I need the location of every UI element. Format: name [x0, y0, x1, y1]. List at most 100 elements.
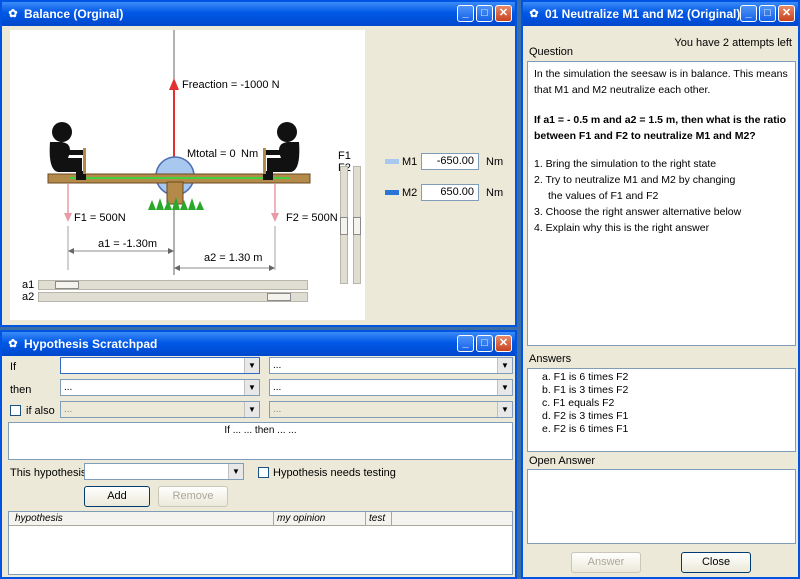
mtotal-unit: Nm — [241, 148, 259, 160]
close-button[interactable]: ✕ — [778, 5, 795, 22]
answer-option-d[interactable]: d. F2 is 3 times F1 — [542, 410, 629, 422]
if-also-checkbox[interactable] — [10, 405, 21, 416]
scratchpad-titlebar[interactable]: ✿ Hypothesis Scratchpad _ □ ✕ — [2, 332, 515, 356]
this-hypothesis-label: This hypothesis — [10, 467, 87, 479]
mtotal-label: Mtotal = 0 — [187, 148, 236, 160]
a2-dimension-label: a2 = 1.30 m — [204, 252, 263, 264]
if-also-combo-right-value: ... — [273, 404, 282, 415]
col-test[interactable]: test — [369, 512, 392, 525]
f2-slider[interactable] — [353, 166, 361, 284]
open-answer-textarea[interactable] — [527, 469, 796, 544]
m1-unit: Nm — [486, 156, 504, 168]
balance-window: ✿ Balance (Orginal) _ □ ✕ — [0, 0, 517, 327]
chevron-down-icon: ▼ — [244, 402, 259, 417]
if-label: If — [10, 361, 17, 373]
step-1: 1. Bring the simulation to the right sta… — [534, 158, 717, 170]
minimize-button[interactable]: _ — [457, 335, 474, 352]
maximize-button[interactable]: □ — [476, 5, 493, 22]
add-button[interactable]: Add — [84, 486, 150, 507]
question-window: ✿ 01 Neutralize M1 and M2 (Original) _ □… — [521, 0, 800, 579]
m2-swatch — [385, 190, 399, 195]
a1-slider-thumb[interactable] — [55, 281, 79, 289]
chevron-down-icon[interactable]: ▼ — [244, 358, 259, 373]
answers-label: Answers — [529, 353, 572, 365]
hypothesis-preview-text: If ... ... then ... ... — [224, 425, 297, 436]
m2-unit: Nm — [486, 187, 504, 199]
if-combo-right[interactable]: ... ▼ — [269, 357, 513, 374]
hypothesis-preview: If ... ... then ... ... — [8, 422, 513, 460]
maximize-button[interactable]: □ — [476, 335, 493, 352]
m1-label: M1 — [402, 156, 418, 168]
m2-label: M2 — [402, 187, 418, 199]
f1-slider[interactable] — [340, 166, 348, 284]
close-button[interactable]: ✕ — [495, 335, 512, 352]
hypothesis-table-header: hypothesis my opinion test — [9, 512, 512, 526]
slider-a1-label: a1 — [22, 279, 35, 291]
question-intro: In the simulation the seesaw is in balan… — [534, 68, 788, 96]
remove-button: Remove — [158, 486, 228, 507]
question-label: Question — [529, 46, 574, 58]
minimize-button[interactable]: _ — [740, 5, 757, 22]
chevron-down-icon[interactable]: ▼ — [497, 380, 512, 395]
f2-label: F2 = 500N — [286, 212, 338, 224]
seesaw-drawing — [47, 30, 311, 275]
question-steps: 1. Bring the simulation to the right sta… — [534, 156, 789, 236]
if-also-combo-left: ...▼ — [60, 401, 260, 418]
a2-slider[interactable] — [38, 292, 308, 302]
freaction-label: Freaction = -1000 N — [182, 79, 280, 91]
step-2: 2. Try to neutralize M1 and M2 by changi… — [534, 174, 736, 186]
then-combo-left[interactable]: ... ▼ — [60, 379, 260, 396]
answer-option-a[interactable]: a. F1 is 6 times F2 — [542, 371, 629, 383]
answer-option-c[interactable]: c. F1 equals F2 — [542, 397, 615, 409]
chevron-down-icon[interactable]: ▼ — [244, 380, 259, 395]
question-bold: If a1 = - 0.5 m and a2 = 1.5 m, then wha… — [534, 114, 787, 142]
chevron-down-icon: ▼ — [497, 402, 512, 417]
col-hypothesis[interactable]: hypothesis — [15, 512, 274, 525]
needs-testing-checkbox[interactable] — [258, 467, 269, 478]
answer-option-e[interactable]: e. F2 is 6 times F1 — [542, 423, 629, 435]
balance-titlebar[interactable]: ✿ Balance (Orginal) _ □ ✕ — [2, 2, 515, 26]
f1-slider-thumb[interactable] — [340, 217, 348, 235]
slider-a2-label: a2 — [22, 291, 35, 303]
app-icon: ✿ — [8, 338, 18, 350]
needs-testing-label: Hypothesis needs testing — [273, 467, 396, 479]
seesaw-canvas: Freaction = -1000 N Mtotal = 0 Nm F1 = 5… — [10, 30, 365, 320]
a1-dimension-label: a1 = -1.30m — [98, 238, 158, 250]
m1-value-field[interactable]: -650.00 — [421, 153, 479, 170]
chevron-down-icon[interactable]: ▼ — [497, 358, 512, 373]
answer-button: Answer — [571, 552, 641, 573]
maximize-button[interactable]: □ — [759, 5, 776, 22]
minimize-button[interactable]: _ — [457, 5, 474, 22]
f2-slider-thumb[interactable] — [353, 217, 361, 235]
step-3: 3. Choose the right answer alternative b… — [534, 206, 742, 218]
col-my-opinion[interactable]: my opinion — [277, 512, 366, 525]
if-also-label: if also — [26, 405, 55, 417]
m1-swatch — [385, 159, 399, 164]
app-icon: ✿ — [529, 8, 539, 20]
if-combo-left[interactable]: ▼ — [60, 357, 260, 374]
step-2-cont: the values of F1 and F2 — [548, 190, 659, 202]
hypothesis-table: hypothesis my opinion test — [8, 511, 513, 575]
this-hypothesis-combo[interactable]: ▼ — [84, 463, 244, 480]
open-answer-label: Open Answer — [529, 455, 596, 467]
then-combo-right-value: ... — [273, 382, 282, 393]
app-icon: ✿ — [8, 8, 18, 20]
chevron-down-icon[interactable]: ▼ — [228, 464, 243, 479]
if-combo-right-value: ... — [273, 360, 282, 371]
m2-value-field[interactable]: 650.00 — [421, 184, 479, 201]
answer-option-b[interactable]: b. F1 is 3 times F2 — [542, 384, 629, 396]
question-titlebar[interactable]: ✿ 01 Neutralize M1 and M2 (Original) _ □… — [523, 2, 798, 26]
then-combo-left-value: ... — [64, 382, 73, 393]
f1-label: F1 = 500N — [74, 212, 126, 224]
a1-slider[interactable] — [38, 280, 308, 290]
question-title: 01 Neutralize M1 and M2 (Original) — [545, 7, 741, 21]
close-button[interactable]: ✕ — [495, 5, 512, 22]
attempts-left: You have 2 attempts left — [674, 37, 792, 49]
then-combo-right[interactable]: ... ▼ — [269, 379, 513, 396]
then-label: then — [10, 384, 32, 396]
scratchpad-title: Hypothesis Scratchpad — [24, 337, 158, 351]
close-question-button[interactable]: Close — [681, 552, 751, 573]
if-also-combo-right: ... ▼ — [269, 401, 513, 418]
a2-slider-thumb[interactable] — [267, 293, 291, 301]
balance-title: Balance (Orginal) — [24, 7, 124, 21]
